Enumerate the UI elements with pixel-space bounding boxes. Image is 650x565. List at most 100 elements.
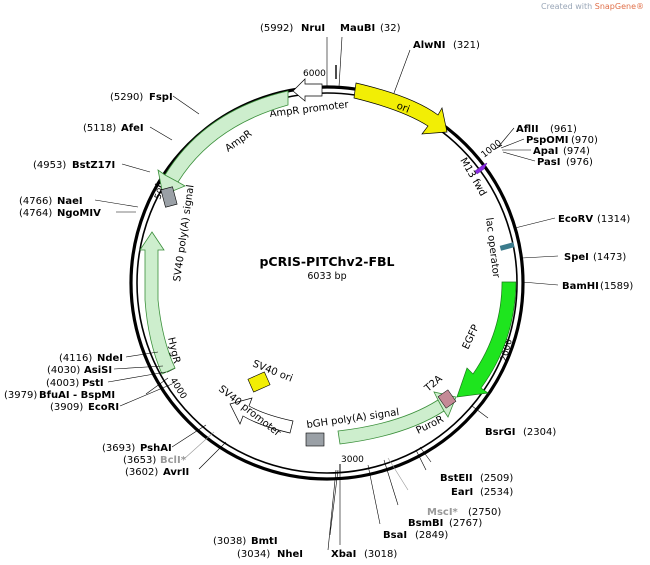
svg-text:(32): (32)	[380, 23, 401, 34]
svg-text:EcoRI: EcoRI	[88, 402, 119, 413]
svg-text:(3034): (3034)	[237, 549, 270, 560]
svg-text:BamHI: BamHI	[562, 281, 599, 292]
svg-text:BclI*: BclI*	[160, 455, 187, 466]
site-bsmbi: BsmBI (2767)	[383, 459, 482, 529]
credit-brand: SnapGene®	[594, 2, 644, 11]
svg-text:(4003): (4003)	[46, 378, 79, 389]
svg-text:(2767): (2767)	[449, 518, 482, 529]
t2a-box	[437, 389, 457, 409]
backbone-inner-ring	[136, 92, 518, 474]
svg-text:BsaI: BsaI	[383, 530, 407, 541]
site-spei: SpeI (1473)	[521, 252, 626, 263]
svg-text:AfeI: AfeI	[121, 123, 144, 134]
site-apai: ApaI (974)	[502, 146, 590, 157]
svg-text:NheI: NheI	[277, 549, 303, 560]
svg-text:BsrGI: BsrGI	[485, 427, 515, 438]
svg-text:(3693): (3693)	[102, 443, 135, 454]
sv40-promoter-arrow	[229, 397, 294, 434]
bgh-polya-box	[305, 432, 325, 447]
svg-text:EarI: EarI	[451, 487, 473, 498]
svg-text:(5290): (5290)	[110, 92, 143, 103]
svg-text:(3602): (3602)	[125, 467, 158, 478]
m13-fwd-arrow	[474, 162, 488, 175]
egfp-arrow	[456, 281, 517, 398]
svg-text:PshAI: PshAI	[140, 443, 172, 454]
svg-text:(2509): (2509)	[480, 473, 513, 484]
credit-prefix: Created with	[541, 2, 595, 11]
svg-text:(2849): (2849)	[415, 530, 448, 541]
site-bsrgi: BsrGI (2304)	[471, 405, 556, 438]
svg-text:SpeI: SpeI	[564, 252, 589, 263]
svg-text:(4766): (4766)	[19, 196, 52, 207]
svg-text:(321): (321)	[453, 40, 480, 51]
svg-text:(4953): (4953)	[33, 160, 66, 171]
svg-text:BsmBI: BsmBI	[408, 518, 443, 529]
svg-text:NaeI: NaeI	[57, 196, 83, 207]
hygr-arrow	[139, 231, 176, 375]
site-bsteii: BstEII (2509)	[419, 446, 513, 484]
svg-text:(961): (961)	[550, 124, 577, 135]
plasmid-name: pCRIS-PITChv2-FBL	[259, 254, 394, 269]
site-nhei: (3034) NheI	[237, 469, 337, 560]
site-fspi: (5290) FspI	[110, 92, 200, 115]
site-asisi: (4030) AsiSI	[47, 365, 164, 376]
site-xbai: XbaI (3018)	[331, 470, 397, 560]
svg-text:6000: 6000	[303, 69, 326, 79]
svg-text:(3909): (3909)	[50, 402, 83, 413]
svg-text:(2304): (2304)	[523, 427, 556, 438]
svg-text:MscI*: MscI*	[427, 507, 459, 518]
svg-text:(1473): (1473)	[593, 252, 626, 263]
svg-text:4000: 4000	[167, 376, 188, 401]
snapgene-credit: Created with SnapGene®	[541, 2, 644, 11]
svg-text:(1589): (1589)	[600, 281, 633, 292]
site-psti: (4003) PstI	[46, 371, 167, 389]
site-bsai: BsaI (2849)	[367, 464, 448, 541]
svg-text:(970): (970)	[571, 135, 598, 146]
svg-text:(3038): (3038)	[213, 536, 246, 547]
svg-text:(976): (976)	[566, 157, 593, 168]
svg-text:(3018): (3018)	[364, 549, 397, 560]
svg-text:NdeI: NdeI	[97, 353, 123, 364]
svg-text:(3979): (3979)	[4, 390, 37, 401]
svg-text:BstZ17I: BstZ17I	[72, 160, 115, 171]
site-maubi: MauBI (32)	[338, 23, 401, 88]
svg-text:3000: 3000	[341, 455, 364, 465]
site-afei: (5118) AfeI	[83, 123, 173, 141]
svg-text:AflII: AflII	[516, 124, 539, 135]
site-aflii: AflII (961)	[498, 124, 577, 147]
svg-text:BmtI: BmtI	[251, 536, 278, 547]
puror-arrow	[337, 391, 457, 445]
sv40-promoter-label: SV40 promoter	[216, 384, 283, 440]
ori-label: ori	[395, 101, 411, 116]
svg-text:AvrII: AvrII	[163, 467, 189, 478]
svg-text:BstEII: BstEII	[440, 473, 473, 484]
svg-text:BfuAI - BspMI: BfuAI - BspMI	[39, 390, 115, 401]
svg-text:(4764): (4764)	[19, 208, 52, 219]
lac-operator-box	[499, 242, 515, 251]
sv40-polya-box	[160, 186, 178, 208]
site-pshai: (3693) PshAI	[102, 424, 207, 454]
egfp-label: EGFP	[461, 323, 482, 351]
svg-text:(4116): (4116)	[59, 353, 92, 364]
site-naei: (4766) NaeI	[19, 196, 139, 208]
site-ecorv: EcoRV (1314)	[514, 214, 630, 229]
site-ndei: (4116) NdeI	[59, 351, 159, 364]
svg-text:(2750): (2750)	[468, 507, 501, 518]
svg-text:(2534): (2534)	[480, 487, 513, 498]
site-bcli: (3653) BclI*	[123, 431, 215, 466]
svg-text:EcoRV: EcoRV	[558, 214, 593, 225]
svg-text:(974): (974)	[563, 146, 590, 157]
svg-text:MauBI: MauBI	[340, 23, 375, 34]
site-bstz17i: (4953) BstZ17I	[33, 160, 151, 173]
lac-operator-label: lac operator	[483, 217, 501, 279]
svg-text:PspOMI: PspOMI	[526, 135, 568, 146]
svg-text:(1314): (1314)	[597, 214, 630, 225]
site-bamhi: BamHI (1589)	[521, 281, 633, 292]
site-msci: MscI* (2750)	[387, 457, 501, 518]
svg-text:FspI: FspI	[149, 92, 173, 103]
svg-text:1000: 1000	[480, 138, 504, 160]
site-alwni: AlwNI (321)	[393, 40, 480, 94]
svg-text:(4030): (4030)	[47, 365, 80, 376]
ampr-label: AmpR	[223, 128, 254, 154]
